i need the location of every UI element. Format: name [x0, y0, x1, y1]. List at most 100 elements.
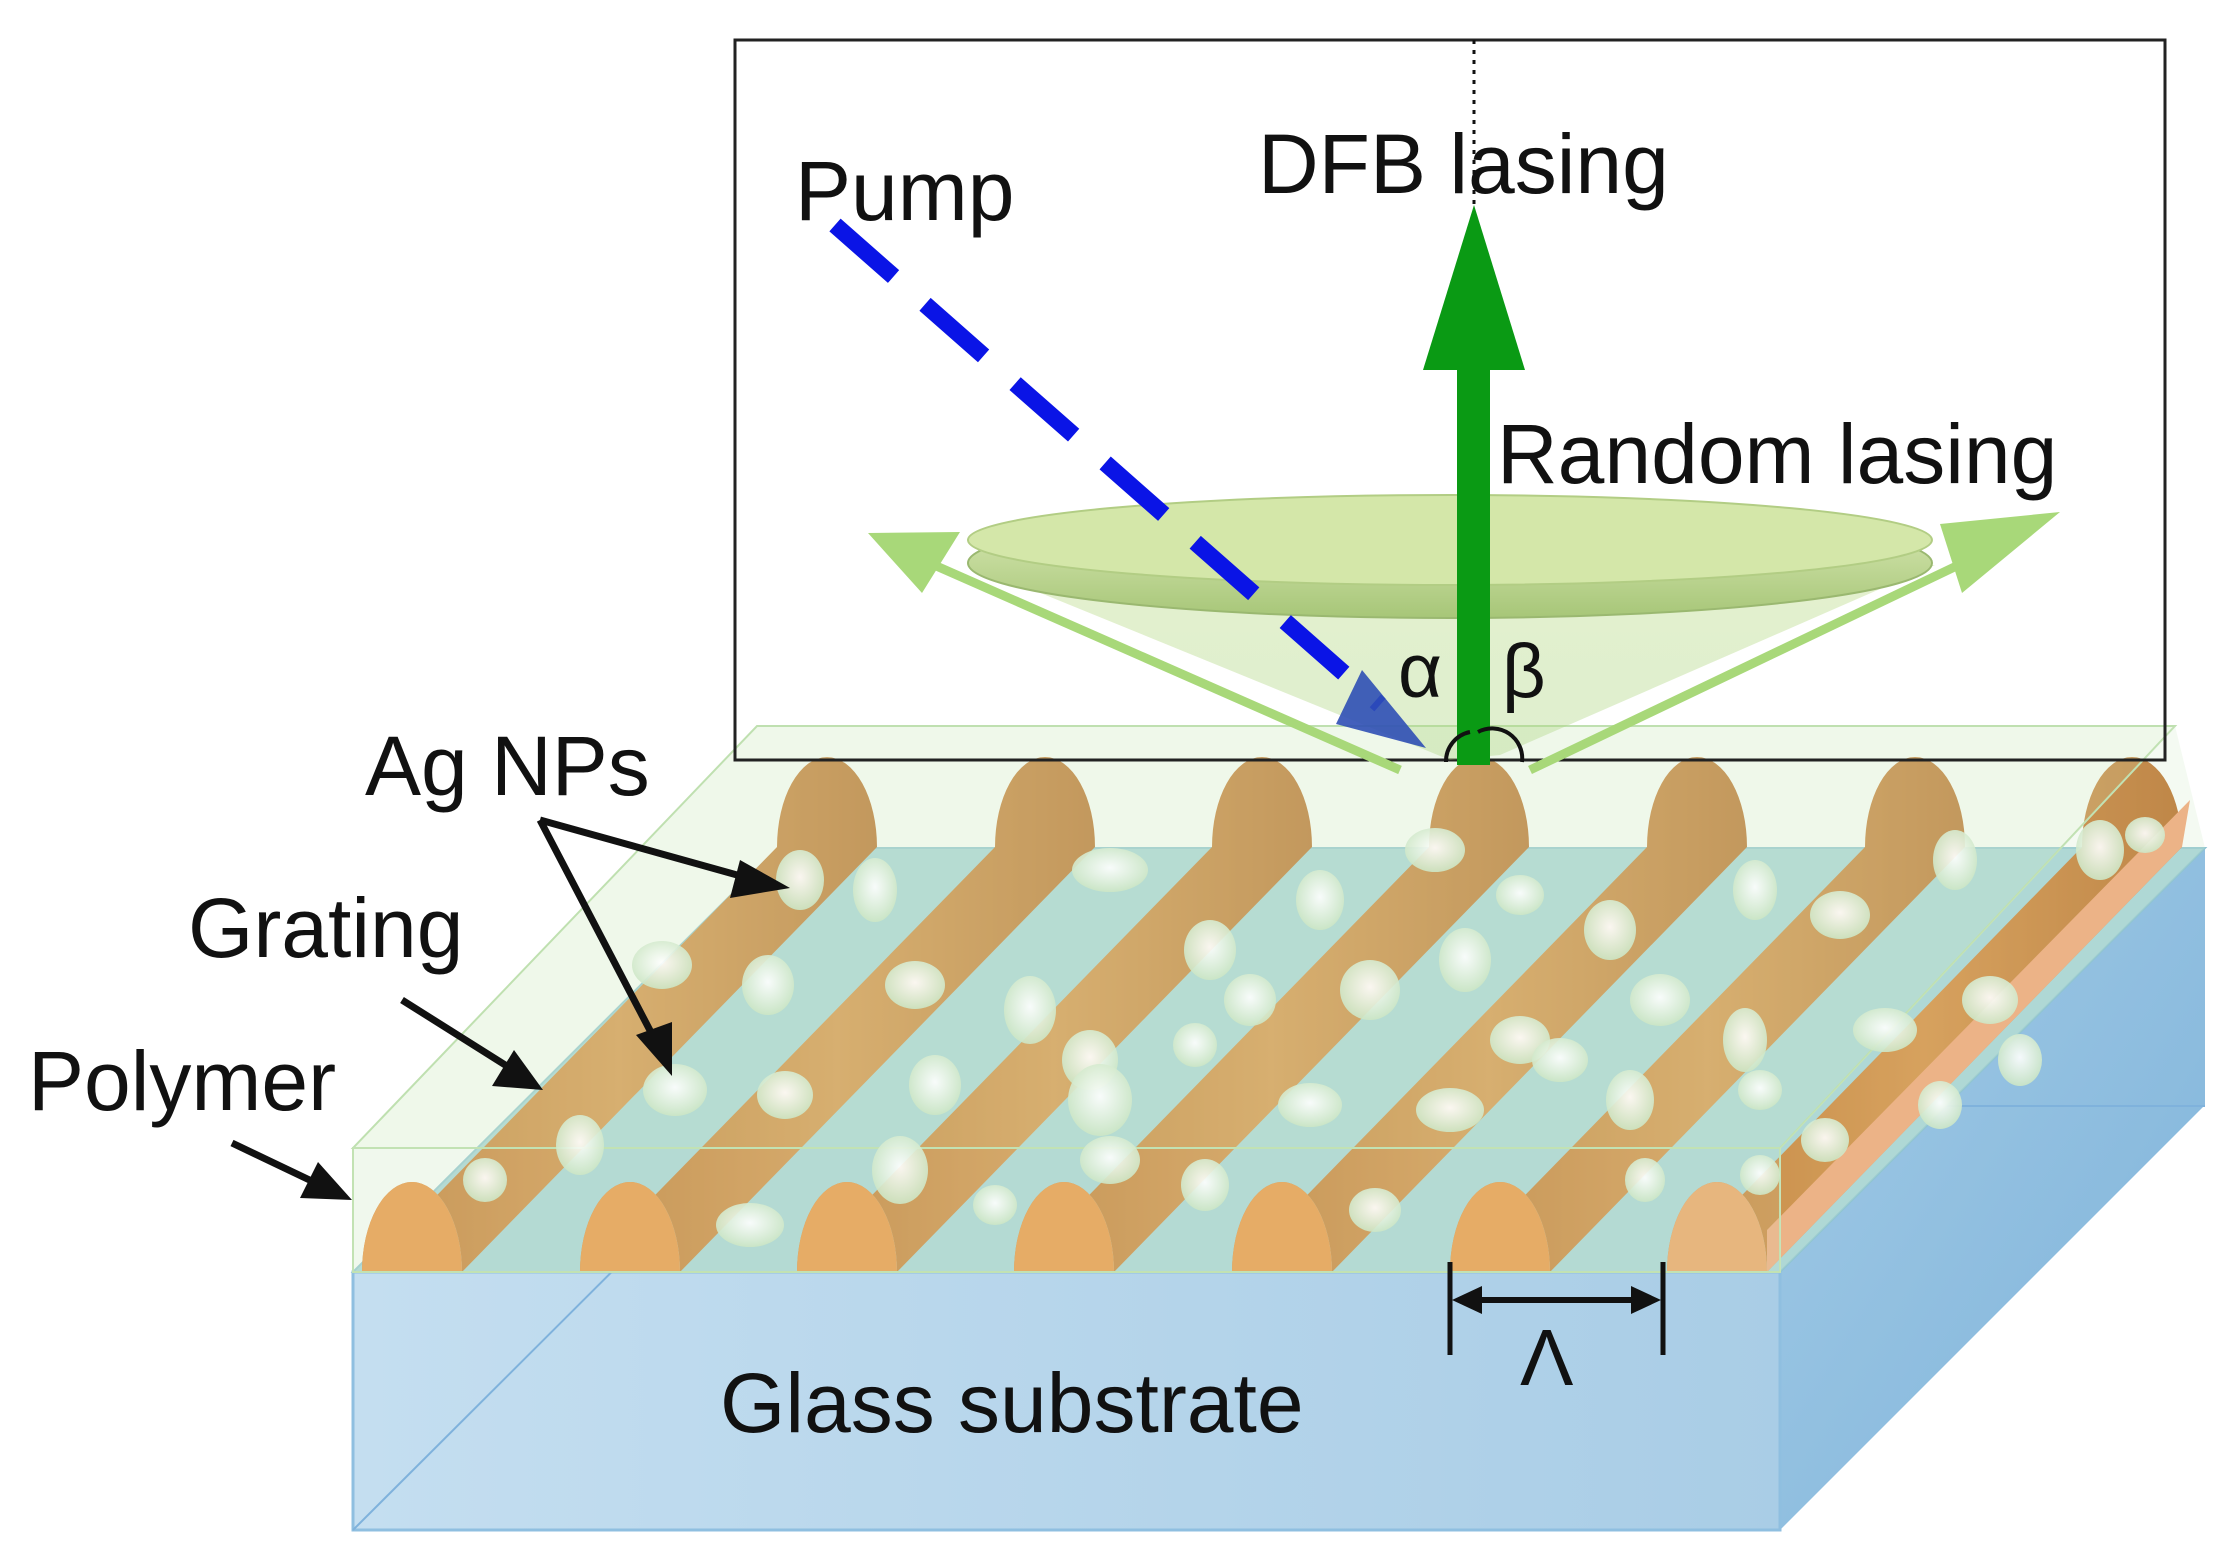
ag-nanoparticle [885, 961, 945, 1009]
ag-nanoparticle [1810, 891, 1870, 939]
ag-nanoparticle [757, 1071, 813, 1119]
ag-nanoparticle [1173, 1023, 1217, 1067]
grating-callout-arrowhead [492, 1050, 543, 1090]
grating-callout-line [400, 997, 512, 1071]
ag-nanoparticle [1738, 1070, 1782, 1110]
ag-nanoparticle [909, 1055, 961, 1115]
ag-nanoparticle [1496, 875, 1544, 915]
ag-nanoparticle [632, 941, 692, 989]
grating-ridge [1667, 757, 2182, 1272]
ag-nanoparticle [1349, 1188, 1401, 1232]
grating-ridge [580, 757, 1095, 1272]
grating-ridge-front-cap [1014, 1182, 1114, 1272]
ag-nanoparticle [776, 850, 824, 910]
ag-nanoparticle [1224, 974, 1276, 1026]
ag-nanoparticle [742, 955, 794, 1015]
grating-ridge-front-cap [1667, 1182, 1767, 1272]
ag-nanoparticle [1068, 1064, 1132, 1136]
ag-nanoparticle [1184, 920, 1236, 980]
ag-nanoparticle [1606, 1070, 1654, 1130]
random-lasing-cone-body [972, 565, 1935, 760]
polymer-callout-line [230, 1139, 322, 1189]
ag-nanoparticle [1080, 1136, 1140, 1184]
random-lasing-arrow-right [1940, 512, 2060, 593]
grating-ridge-front-cap [1450, 1182, 1550, 1272]
ag-nps-label: Ag NPs [365, 719, 650, 813]
ag-nanoparticle [1933, 830, 1977, 890]
period-marker-arrow-right [1631, 1286, 1661, 1314]
grating-ridge [1232, 757, 1747, 1272]
ag-nanoparticle [2125, 817, 2165, 853]
random-lasing-lens-top [967, 494, 1933, 586]
ag-nanoparticle [1278, 1083, 1342, 1127]
ag-nanoparticle [1181, 1159, 1229, 1211]
ag-nanoparticle [872, 1136, 928, 1204]
period-marker [1447, 1262, 1666, 1355]
ag-nanoparticle [716, 1203, 784, 1247]
ag-nanoparticle [1072, 848, 1148, 892]
callout-arrows [230, 816, 790, 1200]
grating-ridge-side-face [1767, 800, 2190, 1272]
ag-nanoparticle [853, 858, 897, 922]
pump-beam-arrowhead [1336, 670, 1426, 748]
pump-beam-dashes [829, 218, 1386, 712]
glass-substrate-label: Glass substrate [720, 1356, 1304, 1450]
ag-nanoparticle [2076, 820, 2124, 880]
beta-label: β [1502, 629, 1546, 714]
random-lasing-cone [868, 494, 2060, 775]
pump-beam [829, 218, 1426, 748]
alpha-label: α [1398, 629, 1442, 714]
ag-nanoparticle [1405, 828, 1465, 872]
ag-nanoparticle [1296, 870, 1344, 930]
glass-substrate-front-face [351, 1270, 1782, 1532]
random-lasing-arrow-left [868, 532, 960, 593]
dfb-lasing-label: DFB lasing [1258, 117, 1669, 211]
dfb-lasing-arrow [1423, 205, 1525, 765]
ag-nanoparticles [463, 817, 2165, 1247]
random-lasing-label: Random lasing [1497, 407, 2057, 501]
period-label: Λ [1520, 1313, 1574, 1402]
ag-nanoparticle [1532, 1038, 1588, 1082]
random-lasing-cone-edge-left [898, 545, 1402, 775]
random-lasing-cone-edge-right [1528, 545, 1992, 775]
period-marker-arrow-left [1452, 1286, 1482, 1314]
glass-substrate-side-face [1780, 848, 2205, 1530]
ag-nanoparticle [1733, 860, 1777, 920]
ag-nanoparticle [1584, 900, 1636, 960]
ag-nanoparticle [1801, 1118, 1849, 1162]
dfb-lasing-arrow-shaft [1457, 360, 1490, 765]
grating-ridge [1450, 757, 1965, 1272]
ag-nanoparticle [1439, 928, 1491, 992]
ag-nanoparticle [1630, 974, 1690, 1026]
ag-nanoparticle [1723, 1008, 1767, 1072]
polymer-label: Polymer [28, 1034, 336, 1128]
ag-nps-callout-arrowhead-1 [730, 860, 790, 898]
glass-substrate [351, 848, 2205, 1532]
ag-nanoparticle [463, 1158, 507, 1202]
ag-nanoparticle [1625, 1158, 1665, 1202]
pump-label: Pump [795, 144, 1014, 238]
grating-ridge-front-cap [362, 1182, 462, 1272]
ag-nanoparticle [1998, 1034, 2042, 1086]
grating-ridge-front-cap [580, 1182, 680, 1272]
polymer-callout-arrowhead [300, 1162, 352, 1200]
ag-nps-callout-line-2 [536, 818, 659, 1042]
ag-nanoparticle [1340, 960, 1400, 1020]
ag-nanoparticle [556, 1115, 604, 1175]
ag-nanoparticle [643, 1064, 707, 1116]
grating-ridge-front-cap [1232, 1182, 1332, 1272]
ag-nanoparticle [1416, 1088, 1484, 1132]
ag-nanoparticle [973, 1185, 1017, 1225]
ag-nps-callout-line-1 [539, 816, 756, 884]
alpha-angle-arc [1443, 730, 1471, 763]
ag-nanoparticle [1853, 1008, 1917, 1052]
ag-nanoparticle [1918, 1081, 1962, 1129]
grating-ridge-front-cap [797, 1182, 897, 1272]
ag-nanoparticle [1004, 976, 1056, 1044]
dfb-lasing-arrow-head [1423, 205, 1525, 370]
beta-angle-arc [1477, 726, 1525, 763]
grating-label: Grating [188, 881, 463, 975]
ag-nps-callout-arrowhead-2 [636, 1022, 672, 1076]
ag-nanoparticle [1740, 1155, 1780, 1195]
